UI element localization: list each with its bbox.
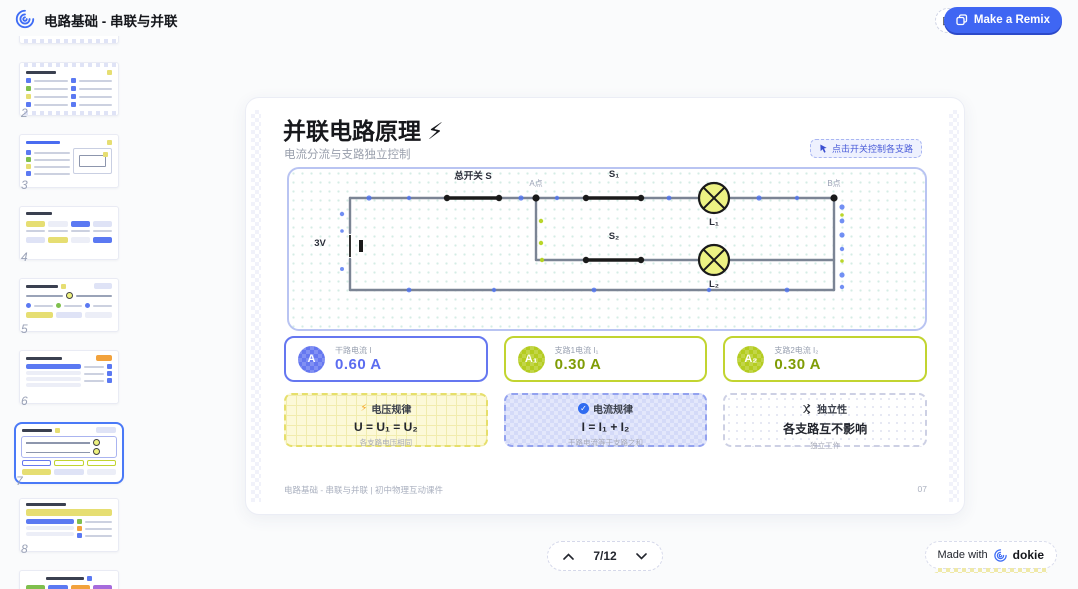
slide-thumbnail-6[interactable] <box>19 350 119 404</box>
slide-footer-caption: 电路基础 - 串联与并联 | 初中物理互动课件 <box>284 485 443 495</box>
rule-formula: I = I₁ + I₂ <box>581 420 630 434</box>
dokie-logo-icon <box>15 9 35 29</box>
slide-number: 4 <box>21 250 28 264</box>
remix-button-label: Make a Remix <box>973 14 1050 26</box>
slide-number: 6 <box>21 394 28 408</box>
node-b-label: B点 <box>827 179 841 188</box>
lamp-l2 <box>697 243 731 277</box>
lamp2-label: L₂ <box>708 279 720 290</box>
meter-label: 支路2电流 I₂ <box>774 346 819 355</box>
rule-note: 干路电流等于支路之和 <box>568 438 643 447</box>
check-icon: ✓ <box>578 403 589 414</box>
meter-card-branch1: A₁ 支路1电流 I₁ 0.30 A <box>503 336 708 382</box>
meter-cards-row: A 干路电流 I 0.60 A A₁ 支路1电流 I₁ 0.30 A A₂ 支路… <box>284 336 928 382</box>
meter-value: 0.30 A <box>774 356 821 373</box>
page-indicator: 7/12 <box>593 549 617 563</box>
chevron-up-icon <box>562 552 574 560</box>
brand-name: dokie <box>1012 548 1044 562</box>
slide-footer: 电路基础 - 串联与并联 | 初中物理互动课件 07 <box>284 484 927 496</box>
s1-label: S₁ <box>608 169 620 180</box>
dokie-logo-icon <box>993 548 1007 562</box>
app-header: 电路基础 - 串联与并联 ▷ Make a Remix <box>0 0 1078 36</box>
slide-thumbnail-5[interactable] <box>19 278 119 332</box>
rule-cards-row: ⚡ 电压规律 U = U₁ = U₂ 各支路电压相同 ✓ 电流规律 I = I₁… <box>284 393 928 450</box>
slide-thumbnail-9[interactable] <box>19 570 119 589</box>
thumb-decor <box>20 39 118 43</box>
circuit-diagram-panel: 总开关 S S₁ S₂ L₁ L₂ 3V A点 B点 <box>287 167 927 331</box>
slide-thumbnail-8[interactable] <box>19 498 119 552</box>
main-switch-label: 总开关 S <box>454 171 492 182</box>
rule-note: 各支路电压相同 <box>359 438 413 447</box>
ammeter-icon: A₂ <box>737 345 765 373</box>
s2-label: S₂ <box>608 231 620 242</box>
switch-s2[interactable] <box>582 256 645 264</box>
node-b <box>830 194 838 202</box>
interaction-hint-badge[interactable]: 点击开关控制各支路 <box>809 139 922 158</box>
slide-number: 7 <box>16 474 23 488</box>
node-a-label: A点 <box>529 179 543 188</box>
slide-thumbnail-2[interactable] <box>19 62 119 116</box>
meter-label: 支路1电流 I₁ <box>554 346 599 355</box>
slide-number: 5 <box>21 322 28 336</box>
hint-text: 点击开关控制各支路 <box>831 144 913 154</box>
meter-value: 0.30 A <box>554 356 602 373</box>
document-title: 电路基础 - 串联与并联 <box>44 14 178 29</box>
rule-note: 独立工作 <box>810 441 841 450</box>
rule-title: 电压规律 <box>371 405 412 416</box>
copy-icon <box>956 14 968 26</box>
switch-s1[interactable] <box>582 194 645 202</box>
slide-number: 8 <box>21 542 28 556</box>
previous-slide-button[interactable] <box>561 549 575 563</box>
voltage-rule-card: ⚡ 电压规律 U = U₁ = U₂ 各支路电压相同 <box>284 393 488 447</box>
branch-icon <box>803 403 811 414</box>
cursor-icon <box>820 144 827 153</box>
page-navigator: 7/12 <box>547 541 663 571</box>
slide-thumbnail-3[interactable] <box>19 134 119 188</box>
node-a <box>532 194 540 202</box>
rule-title: 电流规律 <box>593 405 633 416</box>
make-remix-button[interactable]: Make a Remix <box>943 7 1062 33</box>
lightning-icon: ⚡ <box>360 403 368 414</box>
rule-formula: 各支路互不影响 <box>783 422 868 436</box>
current-rule-card: ✓ 电流规律 I = I₁ + I₂ 干路电流等于支路之和 <box>503 393 708 447</box>
battery-symbol <box>349 235 363 257</box>
independence-rule-card: 独立性 各支路互不影响 独立工作 <box>723 393 928 450</box>
slide-title: 并联电路原理 ⚡ <box>283 118 444 144</box>
made-with-text: Made with <box>937 549 988 561</box>
meter-card-branch2: A₂ 支路2电流 I₂ 0.30 A <box>723 336 928 382</box>
meter-value: 0.60 A <box>335 356 382 373</box>
rule-title: 独立性 <box>817 405 848 416</box>
slide-thumbnail-4[interactable] <box>19 206 119 260</box>
chevron-down-icon <box>636 552 648 560</box>
meter-card-main: A 干路电流 I 0.60 A <box>284 336 488 382</box>
lightning-emoji-icon: ⚡ <box>427 118 444 144</box>
thumb-decor <box>20 111 118 115</box>
circuit-svg <box>339 181 845 293</box>
lamp-l1 <box>697 181 731 215</box>
slide-thumbnail-1[interactable] <box>19 36 119 44</box>
next-slide-button[interactable] <box>635 549 649 563</box>
lamp1-label: L₁ <box>709 217 719 228</box>
slide-subtitle: 电流分流与支路独立控制 <box>284 149 411 161</box>
slide-canvas: 并联电路原理 ⚡ 电流分流与支路独立控制 点击开关控制各支路 <box>245 97 965 515</box>
slide-edge-decor <box>949 110 959 502</box>
slide-number: 3 <box>21 178 28 192</box>
slide-thumbnail-sidebar: 2 3 <box>0 36 140 589</box>
rule-formula: U = U₁ = U₂ <box>354 420 418 434</box>
slide-page-number: 07 <box>917 484 927 494</box>
slide-thumbnail-7-selected[interactable] <box>14 422 124 484</box>
current-particles <box>339 195 845 293</box>
main-switch[interactable] <box>443 194 503 202</box>
ammeter-icon: A <box>298 345 325 373</box>
ammeter-icon: A₁ <box>517 345 545 373</box>
battery-label: 3V <box>314 238 326 249</box>
slide-number: 2 <box>21 106 28 120</box>
meter-label: 干路电流 I <box>335 346 372 355</box>
made-with-badge[interactable]: Made with dokie <box>924 541 1057 573</box>
thumb-decor <box>20 63 118 67</box>
slide-edge-decor <box>251 110 261 502</box>
